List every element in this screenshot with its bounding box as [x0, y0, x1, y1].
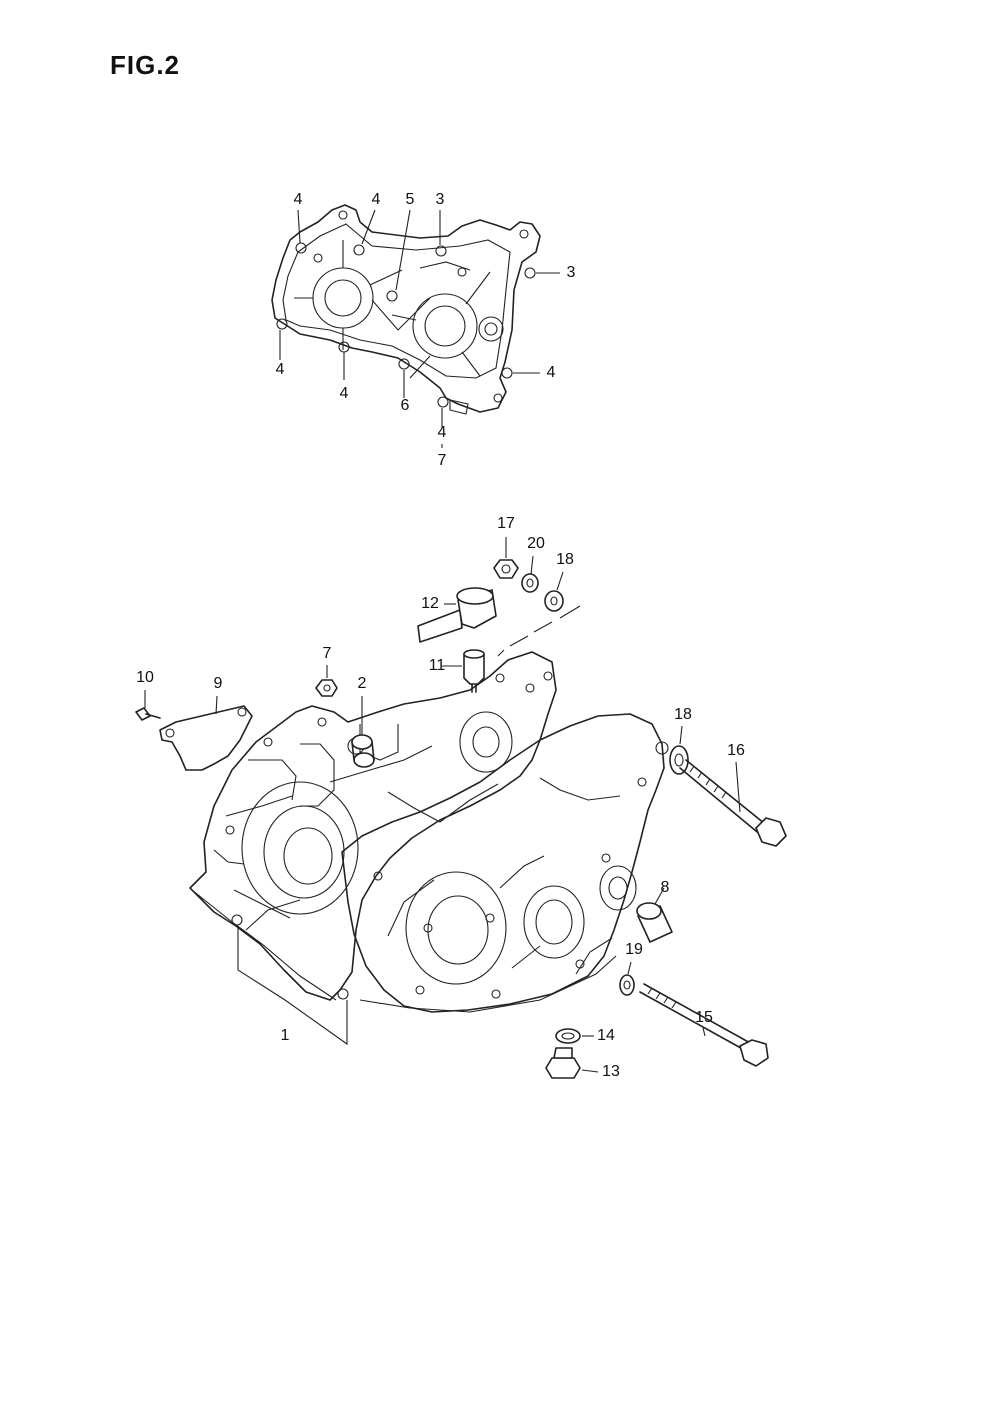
callout-labels: 4 4 5 3 3 4 4 6 4 4 7 17 20 18 12 11 7 1…: [136, 191, 745, 1080]
dowel-part-2: [351, 734, 375, 768]
damper-part-12: [417, 587, 497, 643]
callout-1: 1: [281, 1027, 290, 1044]
bolt-part-15: [639, 983, 769, 1067]
callout-4a: 4: [294, 191, 303, 208]
nut-part-17: [493, 559, 519, 579]
callout-3b: 3: [567, 264, 576, 281]
callout-4e: 4: [547, 364, 556, 381]
crankcase-assembly: [189, 651, 669, 1013]
washer-part-18a: [544, 590, 564, 612]
assembly-line: [497, 605, 581, 657]
callout-18a: 18: [556, 551, 574, 568]
callout-15: 15: [695, 1009, 713, 1026]
callout-9: 9: [214, 675, 223, 692]
callout-5: 5: [406, 191, 415, 208]
figure-title: FIG.2: [110, 50, 181, 80]
callout-19: 19: [625, 941, 643, 958]
bushing-part-8: [636, 902, 673, 943]
callout-14: 14: [597, 1027, 615, 1044]
pin-part-11: [463, 649, 485, 693]
callout-18b: 18: [674, 706, 692, 723]
callout-12: 12: [421, 595, 439, 612]
callout-3a: 3: [436, 191, 445, 208]
cover-plate-part-9: [159, 705, 253, 771]
bolt-part-16: [679, 759, 787, 847]
callout-4d: 4: [340, 385, 349, 402]
crankcase-gasket: [271, 204, 541, 415]
callout-8: 8: [661, 879, 670, 896]
callout-13: 13: [602, 1063, 620, 1080]
callout-17: 17: [497, 515, 515, 532]
callout-16: 16: [727, 742, 745, 759]
nut-part-7: [315, 679, 338, 697]
callout-11: 11: [429, 657, 446, 674]
callout-6: 6: [401, 397, 410, 414]
drain-plug-part-13: [545, 1047, 581, 1079]
washer-part-19: [619, 974, 635, 996]
callout-4c: 4: [276, 361, 285, 378]
callout-4b: 4: [372, 191, 381, 208]
callout-20: 20: [527, 535, 545, 552]
washer-part-20: [521, 573, 539, 593]
screw-part-10: [135, 707, 161, 721]
callout-7a: 7: [438, 452, 447, 469]
callout-10: 10: [136, 669, 154, 686]
washer-part-14: [555, 1028, 581, 1044]
callout-4f: 4: [438, 424, 447, 441]
callout-7b: 7: [323, 645, 332, 662]
washer-part-18b: [669, 745, 689, 775]
leader-lines: [144, 209, 741, 1073]
callout-2: 2: [358, 675, 367, 692]
